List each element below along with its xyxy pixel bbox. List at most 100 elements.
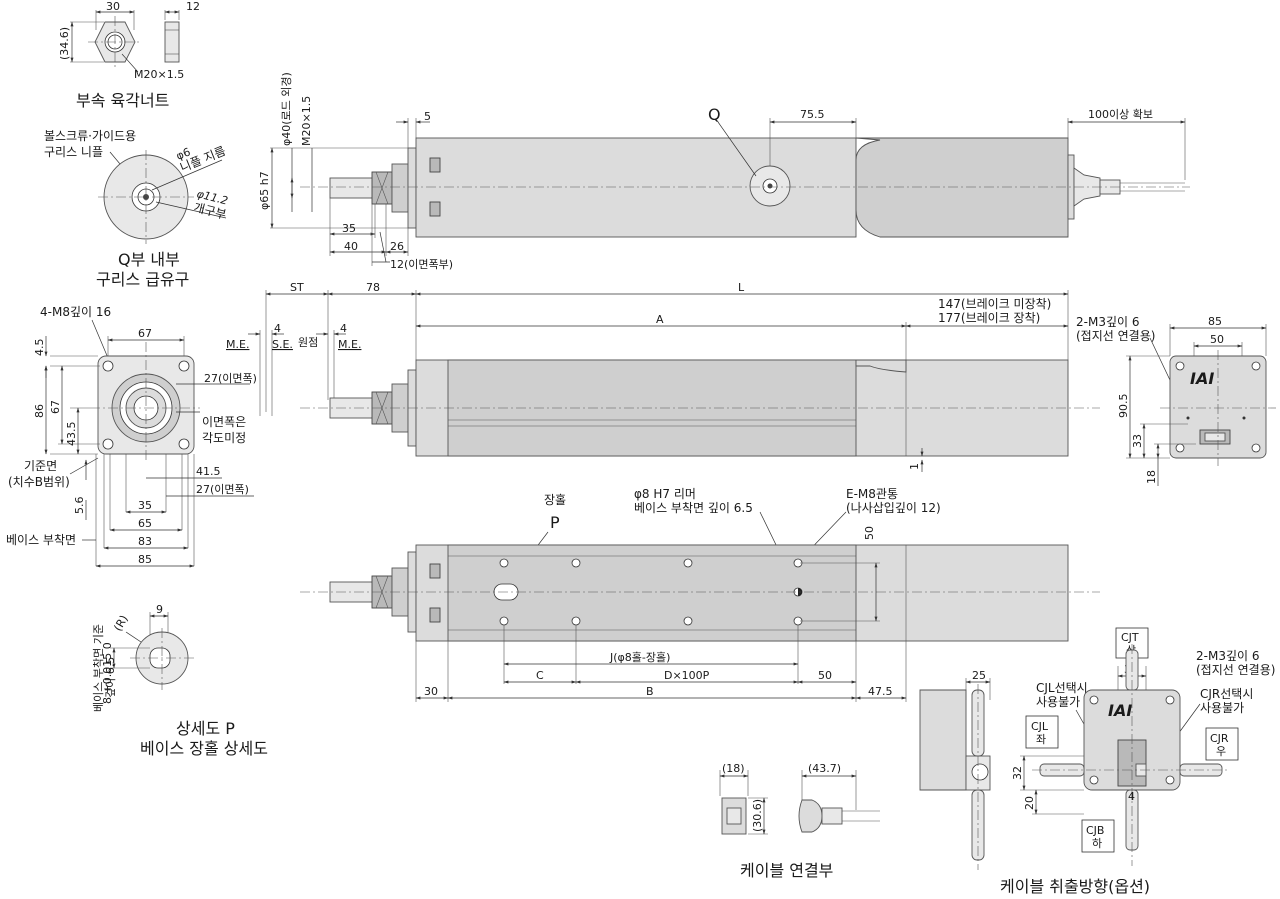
- nut-thickness-label: 12: [186, 0, 200, 13]
- dim-86: 86: [33, 404, 46, 418]
- cjl-note-1: CJL선택시: [1036, 681, 1088, 695]
- dim-41-5: 41.5: [196, 465, 221, 478]
- dim-25: 25: [972, 669, 986, 682]
- dim-67-h: 67: [138, 327, 152, 340]
- dim-40-top: 40: [344, 240, 358, 253]
- phi6-label: φ6: [174, 145, 192, 162]
- face-note-2: 각도미정: [202, 431, 246, 445]
- cable-caption: 케이블 연결부: [740, 861, 833, 880]
- me-label-2: M.E.: [338, 338, 361, 351]
- reamer-label-2: 베이스 부착면 깊이 6.5: [634, 501, 753, 515]
- motor-cover-top: [855, 137, 1069, 238]
- hex-nut-side: [164, 21, 180, 63]
- base-face-label: 베이스 부착면: [6, 533, 76, 547]
- dim-78: 78: [366, 281, 380, 294]
- cable-space-label: 100이상 확보: [1088, 108, 1153, 121]
- dim-43-7: (43.7): [808, 762, 841, 775]
- dim-43-5: 43.5: [65, 422, 78, 447]
- dim-85: 85: [138, 553, 152, 566]
- iai-logo: IAI: [1190, 369, 1214, 388]
- q-detail-view: 볼스크류·가이드용 구리스 니플 φ6 니플 지름 φ11.2 개구부 Q부 내…: [44, 129, 229, 289]
- nut-width-label: 30: [106, 0, 120, 13]
- m8-label: 4-M8깊이 16: [40, 305, 111, 319]
- cjl-box: [1025, 715, 1059, 749]
- exit-caption: 케이블 취출방향(옵션): [1000, 877, 1150, 896]
- brake-no-label: 147(브레이크 미장착): [938, 297, 1051, 311]
- dim-50-rear: 50: [1210, 333, 1224, 346]
- dim-90-5: 90.5: [1117, 394, 1130, 419]
- detail-p-view: (R) 9 8 +0.015 0 베이스 부착면 기준 깊이 6.5 상세도 P…: [92, 603, 268, 758]
- cjr-note-2: 사용불가: [1200, 701, 1244, 715]
- reamer-label-1: φ8 H7 리머: [634, 487, 696, 501]
- dim-9: 9: [156, 603, 163, 616]
- dim-85-rear: 85: [1208, 315, 1222, 328]
- dim-50-bottom: 50: [818, 669, 832, 682]
- b-label: B: [646, 685, 654, 698]
- iai-logo-exit: IAI: [1108, 701, 1132, 720]
- cjr-box: [1205, 727, 1239, 761]
- q-marker-label: Q: [708, 105, 721, 124]
- r-label: (R): [111, 613, 130, 634]
- bolt-guide-label-1: 볼스크류·가이드용: [44, 129, 136, 143]
- slot-label: 장홀: [544, 493, 566, 507]
- front-end-view: 4-M8깊이 16 67 4.5 86 67 43.5 27(이면폭) 이: [6, 305, 257, 568]
- cjr-label: CJR: [1210, 732, 1229, 745]
- j-label: J(φ8홀-장홀): [609, 651, 670, 664]
- ref-face-label-1: 기준면: [24, 459, 57, 473]
- cjl-dir: 좌: [1036, 733, 1046, 746]
- nut-caption: 부속 육각너트: [76, 91, 169, 110]
- q-caption-2: 구리스 급유구: [96, 270, 189, 289]
- cjb-box: [1081, 819, 1115, 853]
- p-depth-label-1: 베이스 부착면 기준: [92, 624, 105, 712]
- dim-5-6: 5.6: [73, 497, 86, 515]
- l-label: L: [738, 281, 745, 294]
- dim-65: 65: [138, 517, 152, 530]
- bottom-base-view: 장홀 P φ8 H7 리머 베이스 부착면 깊이 6.5 E-M8관통 (나사삽…: [300, 487, 1100, 702]
- e-m8-label-1: E-M8관통: [846, 487, 898, 501]
- phi40-label: φ40(로드 외경): [280, 72, 293, 146]
- middle-side-view: ST 78 L A 147(브레이크 미장착) 177(브레이크 장착) 4 4…: [226, 281, 1100, 472]
- dim-20: 20: [1023, 796, 1036, 810]
- dim-83: 83: [138, 535, 152, 548]
- hex-nut-view: 30 (34.6) M20×1.5 12 부속 육각너트: [58, 0, 200, 110]
- dx100-label: D×100P: [664, 669, 710, 682]
- m3b-label-1: 2-M3깊이 6: [1196, 649, 1259, 663]
- a-label: A: [656, 313, 664, 326]
- p-caption-2: 베이스 장홀 상세도: [140, 739, 268, 758]
- dim-1: 1: [908, 463, 921, 470]
- m3-label-2: (접지선 연결용): [1076, 329, 1155, 343]
- dim-35-front: 35: [138, 499, 152, 512]
- rod-top: [329, 177, 376, 199]
- cjb-label: CJB: [1086, 824, 1104, 837]
- dim-26-top: 26: [390, 240, 404, 253]
- dim-33: 33: [1131, 434, 1144, 448]
- phi65-label: φ65 h7: [258, 171, 271, 210]
- top-side-view: Q 75.5 5 100이상 확보 φ65 h7 φ40(로드 외경) M20×…: [258, 72, 1190, 271]
- dim-32-v: 32: [1011, 766, 1024, 780]
- dim-18-cable: (18): [722, 762, 745, 775]
- se-label: S.E.: [272, 338, 293, 351]
- p-marker-label: P: [550, 513, 560, 532]
- dim-35-top: 35: [342, 222, 356, 235]
- cjt-label: CJT: [1121, 631, 1139, 644]
- nut-thread-label: M20×1.5: [134, 68, 184, 81]
- cjl-label: CJL: [1031, 720, 1049, 733]
- four-label-1: 4: [274, 322, 281, 335]
- connector-side: [798, 799, 823, 833]
- cable-exit-view: 25 CJT 상 32 CJL선택시 사용불가 2-M3깊이 6 (접지선 연결…: [919, 627, 1275, 896]
- nut-height-label: (34.6): [58, 27, 71, 60]
- brake-yes-label: 177(브레이크 장착): [938, 311, 1040, 325]
- cable-connection-view: (18) (30.6) (43.7) 케이블 연결부: [719, 762, 880, 880]
- dim-30-6: (30.6): [751, 799, 764, 832]
- m3-label-1: 2-M3깊이 6: [1076, 315, 1139, 329]
- dim-12-flat: 12(이면폭부): [390, 258, 453, 271]
- rear-end-view: 2-M3깊이 6 (접지선 연결용) 85 50 IAI 90.5 33 18: [1076, 315, 1276, 486]
- dim-75-5: 75.5: [800, 108, 825, 121]
- cjb-dir: 하: [1092, 836, 1102, 850]
- cjr-dir: 우: [1216, 745, 1226, 758]
- q-caption-1: Q부 내부: [118, 250, 180, 269]
- bolt-guide-label-2: 구리스 니플: [44, 145, 103, 159]
- origin-label: 원점: [298, 336, 318, 349]
- st-label: ST: [290, 281, 304, 294]
- dim-4-5: 4.5: [33, 339, 46, 357]
